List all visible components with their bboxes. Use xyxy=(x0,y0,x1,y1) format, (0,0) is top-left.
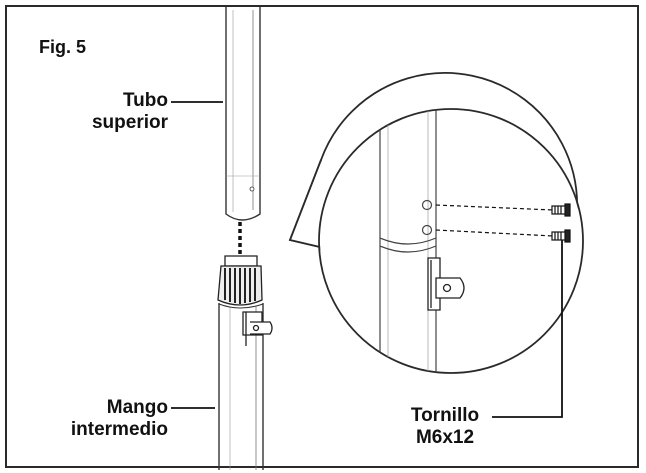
callout-middle-handle-line2: intermedio xyxy=(70,419,168,440)
callout-screw-line1: Tornillo xyxy=(410,405,480,426)
upper-tube xyxy=(225,7,261,221)
callout-upper-tube: Tubo superior xyxy=(60,90,168,134)
callout-middle-handle: Mango intermedio xyxy=(60,397,168,441)
screw-icon xyxy=(551,229,571,243)
collar-connector xyxy=(217,255,263,306)
leader-screw xyxy=(492,240,563,418)
magnified-detail xyxy=(379,109,554,373)
callout-middle-handle-line1: Mango xyxy=(106,397,168,418)
callout-upper-tube-line2: superior xyxy=(91,112,168,133)
callout-screw-line2: M6x12 xyxy=(415,427,475,448)
callout-screw: Tornillo M6x12 xyxy=(399,405,491,449)
handle-clip xyxy=(242,311,273,346)
figure-label: Fig. 5 xyxy=(39,37,87,57)
screw-icon xyxy=(551,203,571,217)
callout-upper-tube-line1: Tubo xyxy=(122,90,168,111)
